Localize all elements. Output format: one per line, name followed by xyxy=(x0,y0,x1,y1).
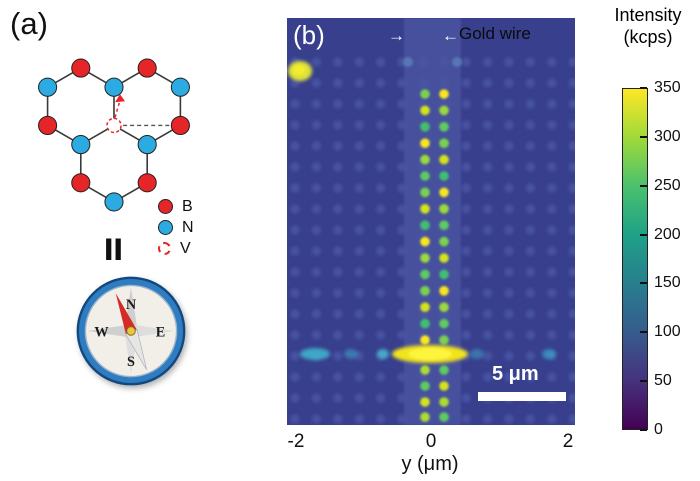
heatmap-hotspot xyxy=(403,57,413,67)
parallel-symbol: ‖ xyxy=(102,234,125,267)
lattice-atom-B xyxy=(71,173,91,193)
panel-b-label: (b) xyxy=(293,20,325,50)
colorbar-title-line1: Intensity xyxy=(614,5,682,25)
panel-a-label: (a) xyxy=(10,6,48,41)
lattice-legend: B N V xyxy=(158,196,194,259)
legend-label-vacancy: V xyxy=(180,239,191,257)
colorbar-title-line2: (kcps) xyxy=(623,26,673,47)
legend-item-nitrogen: N xyxy=(158,217,194,238)
heatmap-hotspot xyxy=(408,348,452,360)
vacancy-icon xyxy=(158,242,171,255)
colorbar-gradient xyxy=(622,88,648,430)
lattice-atom-N xyxy=(71,135,91,155)
lattice-atom-B xyxy=(170,115,190,135)
heatmap-hotspot xyxy=(452,57,462,67)
heatmap-hotspot xyxy=(300,348,330,360)
boron-atom-icon xyxy=(158,199,173,214)
x-axis-label: y (μm) xyxy=(401,453,459,475)
heatmap-hotspot xyxy=(293,65,305,75)
bright-defect-columns xyxy=(420,89,449,422)
colorbar-tick-label: 50 xyxy=(654,372,672,390)
vacancy-arrowhead xyxy=(114,94,126,103)
colorbar-tick-label: 200 xyxy=(654,225,681,243)
lattice-atom-B xyxy=(137,173,157,193)
legend-item-vacancy: V xyxy=(158,238,194,259)
nitrogen-atom-icon xyxy=(158,220,173,235)
x-axis-tick-2: 2 xyxy=(562,431,574,452)
legend-label-boron: B xyxy=(182,197,193,215)
compass-s-label: S xyxy=(127,354,135,370)
compass-n-label: N xyxy=(126,297,137,313)
compass-w-label: W xyxy=(94,325,109,341)
compass-pivot xyxy=(126,326,136,336)
lattice-atom-B xyxy=(71,58,91,78)
colorbar-tick-label: 100 xyxy=(654,323,681,341)
x-axis-tick-0: 0 xyxy=(425,431,437,452)
right-arrow-icon: → xyxy=(388,26,405,45)
legend-label-nitrogen: N xyxy=(182,218,194,236)
colorbar-tick-label: 300 xyxy=(654,127,681,145)
hbn-lattice-diagram xyxy=(38,58,190,212)
left-arrow-icon: ← xyxy=(442,26,459,45)
scale-bar xyxy=(478,392,566,401)
lattice-atom-N xyxy=(104,77,124,97)
heatmap-hotspot xyxy=(542,349,556,359)
x-axis-tick-neg2: -2 xyxy=(287,431,305,452)
lattice-atom-N xyxy=(38,77,58,97)
compass-image: N E S W xyxy=(76,276,186,386)
heatmap-hotspot xyxy=(344,349,358,359)
legend-item-boron: B xyxy=(158,196,194,217)
colorbar-tick-label: 0 xyxy=(654,421,663,438)
heatmap-hotspot xyxy=(377,349,389,359)
colorbar-tick-label: 350 xyxy=(654,79,681,96)
vacancy-site xyxy=(106,117,122,134)
colorbar-tick-label: 150 xyxy=(654,274,681,292)
lattice-atom-N xyxy=(137,135,157,155)
gold-wire-annotation: Gold wire xyxy=(459,24,531,43)
compass-e-label: E xyxy=(156,325,166,341)
lattice-atom-N xyxy=(170,77,190,97)
scale-bar-label: 5 μm xyxy=(492,363,539,385)
colorbar-tick-label: 250 xyxy=(654,176,681,194)
lattice-atom-N xyxy=(104,192,124,212)
lattice-atom-B xyxy=(137,58,157,78)
colorbar-title: Intensity (kcps) xyxy=(598,5,698,48)
compass-rim-edge xyxy=(76,276,186,386)
vacancy-spin-arrow xyxy=(114,100,121,118)
gold-wire-stripe xyxy=(404,18,461,425)
intensity-heatmap xyxy=(287,18,575,425)
heatmap-hotspot xyxy=(470,349,484,359)
lattice-atom-B xyxy=(38,115,58,135)
